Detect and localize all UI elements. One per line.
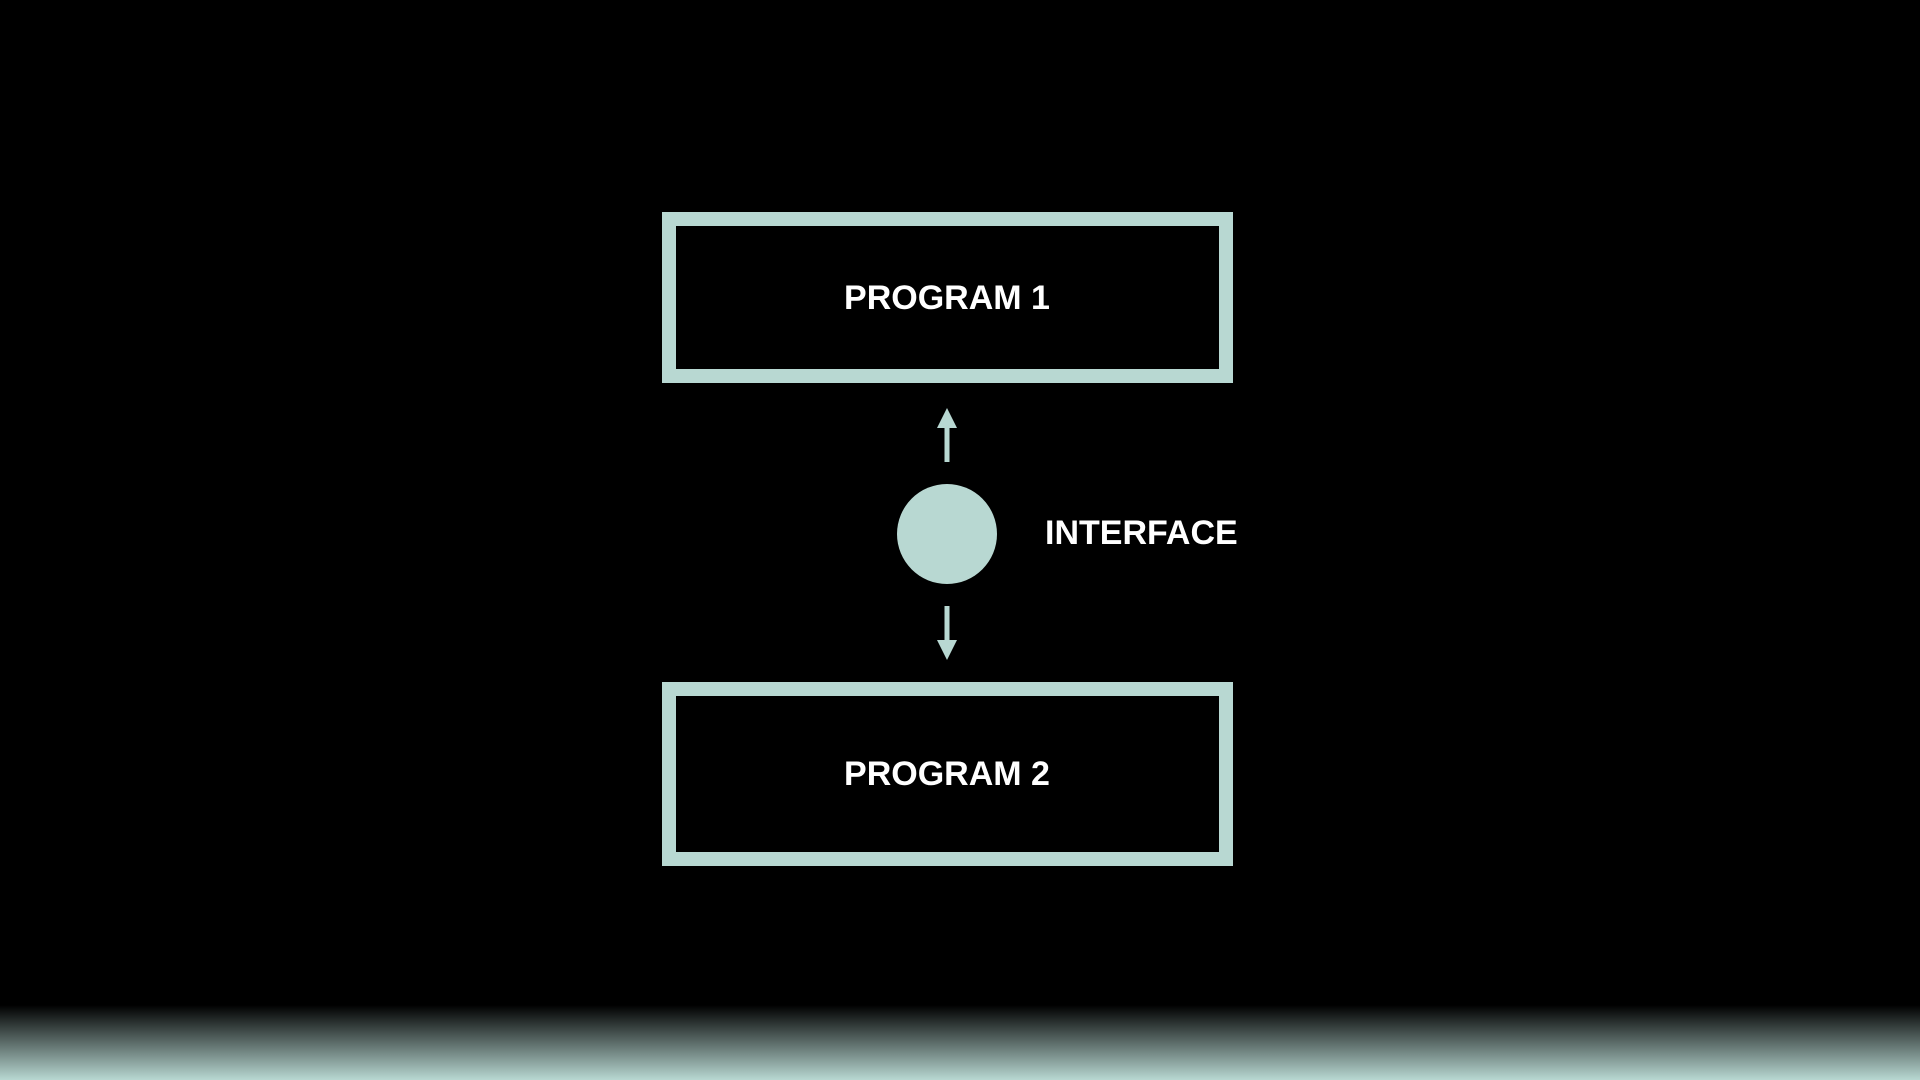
program-2-label: PROGRAM 2 xyxy=(844,755,1050,793)
arrow-to-program-1 xyxy=(937,408,957,462)
program-2-node: PROGRAM 2 xyxy=(662,682,1233,866)
interface-circle xyxy=(897,484,997,584)
program-1-box xyxy=(662,212,1233,383)
interface-node: INTERFACE xyxy=(897,484,1238,584)
down-arrow-head xyxy=(937,640,957,660)
arrow-to-program-2 xyxy=(937,606,957,660)
up-arrow-head xyxy=(937,408,957,428)
program-2-box xyxy=(662,682,1233,866)
program-1-node: PROGRAM 1 xyxy=(662,212,1233,383)
interface-label: INTERFACE xyxy=(1045,514,1238,552)
bottom-gradient-band xyxy=(0,1005,1920,1080)
program-1-label: PROGRAM 1 xyxy=(844,279,1050,317)
